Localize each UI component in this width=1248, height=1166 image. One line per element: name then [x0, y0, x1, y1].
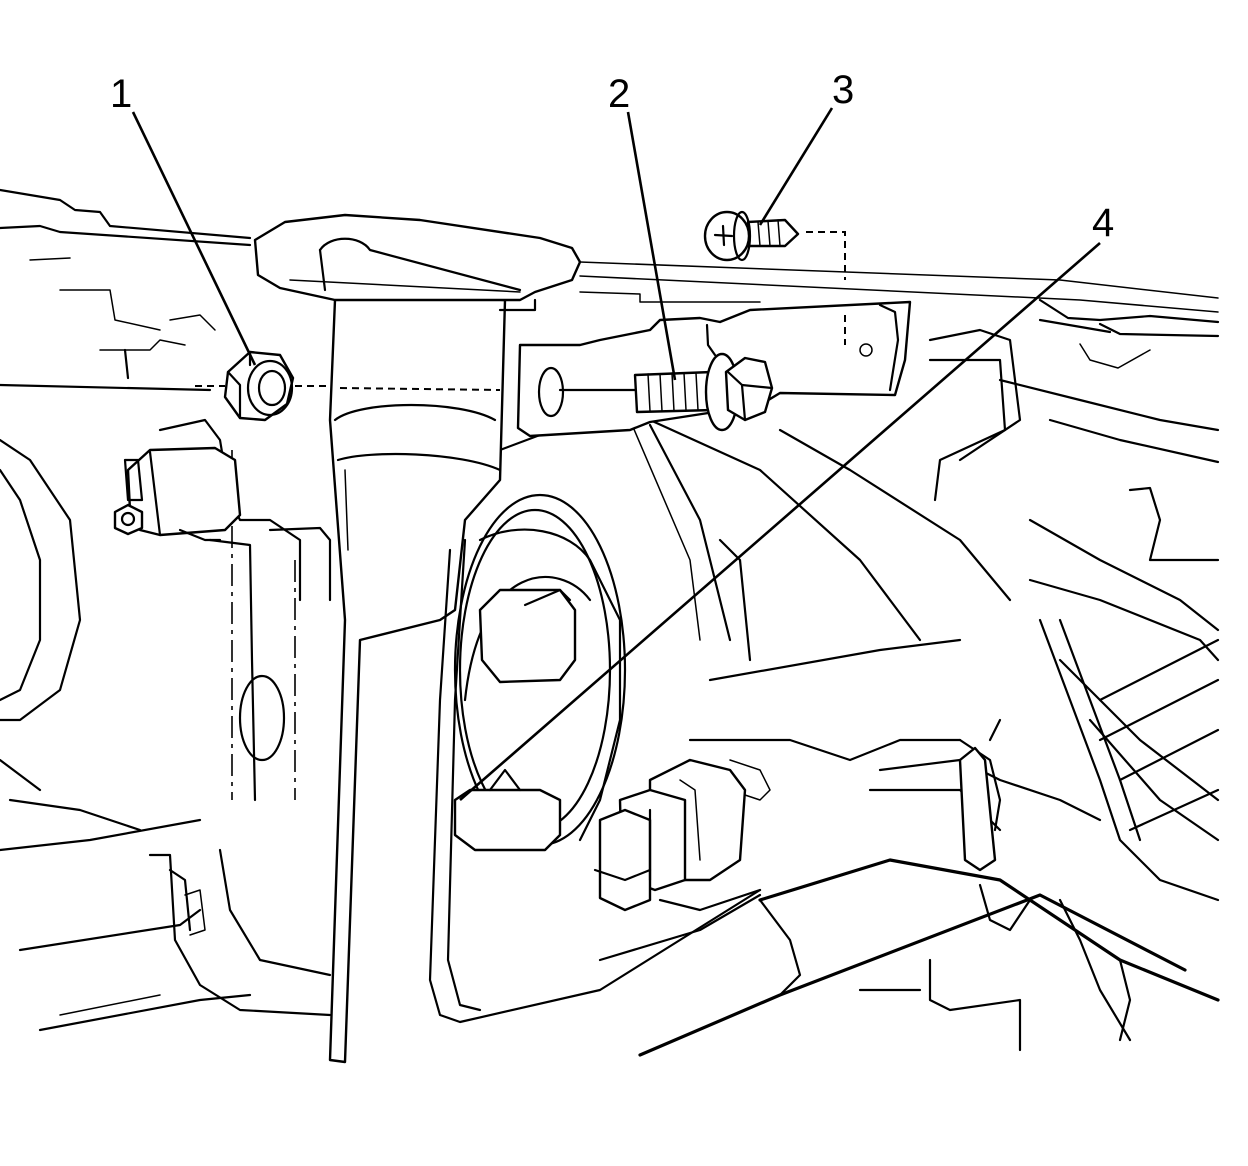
screw: [703, 210, 846, 345]
alignment-line-nut: [339, 387, 501, 391]
callout-label-1: 1: [110, 72, 132, 116]
support-bracket: [253, 213, 912, 1064]
background-structure: [0, 188, 1220, 1057]
leader-1: [131, 111, 257, 366]
nut: [195, 350, 330, 422]
leader-2: [626, 111, 677, 381]
leader-3: [758, 107, 834, 226]
callout-label-2: 2: [608, 72, 630, 116]
leader-4: [459, 242, 1101, 801]
callout-label-3: 3: [832, 68, 854, 112]
headlamp-bulb-assembly: [453, 493, 747, 912]
callout-leaders: [131, 107, 1101, 801]
callout-label-4: 4: [1092, 201, 1114, 245]
bolt: [633, 352, 774, 432]
